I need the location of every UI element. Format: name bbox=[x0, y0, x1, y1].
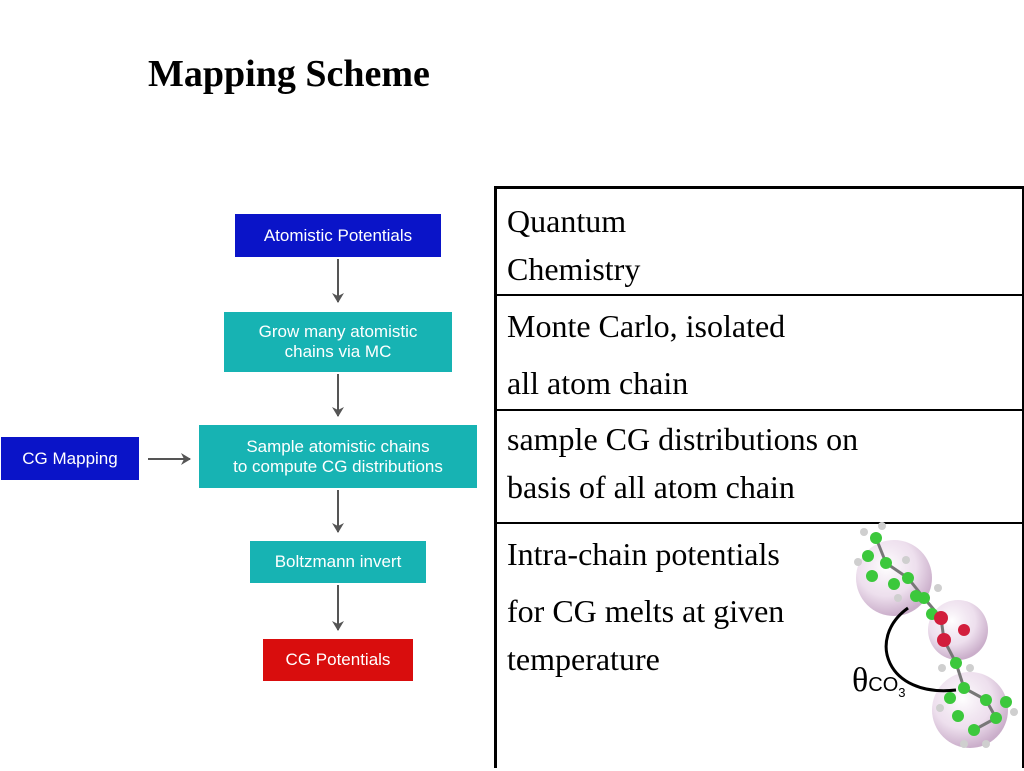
grow-chains-box: Grow many atomistic chains via MC bbox=[224, 312, 452, 372]
table-row-monte-carlo: Monte Carlo, isolated all atom chain bbox=[497, 294, 1022, 409]
table-row-sample: sample CG distributions on basis of all … bbox=[497, 409, 1022, 522]
table-row-intra-chain: Intra-chain potentials for CG melts at g… bbox=[497, 522, 1022, 771]
boltzmann-invert-box: Boltzmann invert bbox=[250, 541, 426, 583]
theta-symbol: θ bbox=[852, 662, 869, 699]
table-text: basis of all atom chain bbox=[507, 469, 795, 505]
cg-mapping-label: CG Mapping bbox=[22, 448, 118, 468]
table-text: Chemistry bbox=[507, 251, 641, 287]
angle-arc bbox=[884, 606, 957, 693]
theta-co3-label: θCO3 bbox=[852, 662, 906, 700]
sample-chains-label-2: to compute CG distributions bbox=[233, 456, 443, 476]
cg-mapping-box: CG Mapping bbox=[1, 437, 139, 480]
oxygen-atoms bbox=[934, 611, 970, 647]
theta-subscript: CO bbox=[868, 674, 899, 696]
table-text: Intra-chain potentials bbox=[507, 536, 780, 572]
table-text: all atom chain bbox=[507, 365, 689, 401]
molecule-illustration bbox=[854, 522, 1018, 748]
atomistic-potentials-label: Atomistic Potentials bbox=[263, 225, 413, 245]
sample-chains-box: Sample atomistic chains to compute CG di… bbox=[199, 425, 477, 488]
cg-potentials-label: CG Potentials bbox=[285, 650, 391, 669]
grow-chains-label-2: chains via MC bbox=[284, 342, 392, 361]
boltzmann-invert-label: Boltzmann invert bbox=[274, 552, 402, 571]
table-text: temperature bbox=[507, 641, 660, 677]
sample-chains-label-1: Sample atomistic chains bbox=[246, 436, 430, 456]
grow-chains-label-1: Grow many atomistic bbox=[258, 322, 418, 341]
theta-subscript-3: 3 bbox=[898, 685, 906, 700]
table-text: Quantum bbox=[507, 203, 627, 239]
table-row-quantum: Quantum Chemistry bbox=[497, 189, 1022, 294]
description-table: Quantum Chemistry Monte Carlo, isolated … bbox=[494, 186, 1024, 768]
table-text: for CG melts at given bbox=[507, 593, 785, 629]
atomistic-potentials-box: Atomistic Potentials bbox=[235, 214, 441, 257]
hydrogen-atoms bbox=[854, 522, 1018, 748]
page-title: Mapping Scheme bbox=[148, 53, 430, 95]
cg-potentials-box: CG Potentials bbox=[263, 639, 413, 681]
table-text: sample CG distributions on bbox=[507, 421, 859, 457]
table-text: Monte Carlo, isolated bbox=[507, 308, 786, 344]
carbon-atoms bbox=[862, 532, 1012, 736]
